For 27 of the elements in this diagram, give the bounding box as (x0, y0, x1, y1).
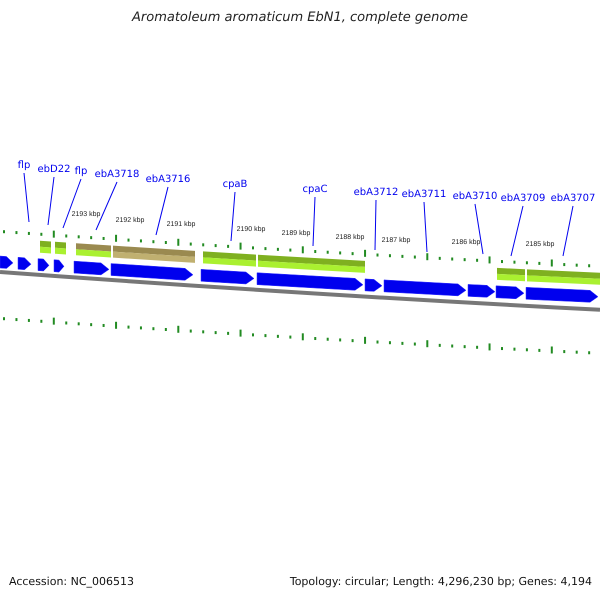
gene-label: ebA3710 (452, 191, 498, 203)
leader-line (96, 182, 118, 230)
leader-line (312, 196, 316, 246)
gene-label: ebA3709 (500, 193, 546, 205)
gene-label: ebA3711 (402, 189, 446, 201)
leader-line (62, 178, 82, 228)
gene-label: cpaB (222, 179, 248, 191)
leader-line (156, 186, 168, 236)
gene-label: cpaC (302, 184, 328, 196)
gene-label: flp (18, 160, 30, 172)
leader-line (48, 176, 54, 226)
gene-label: flp (74, 166, 88, 178)
leader-line (374, 200, 376, 250)
leader-line (230, 192, 236, 242)
leader-line (24, 172, 30, 222)
gene-label: ebA3716 (146, 174, 190, 186)
gene-label: ebA3712 (354, 187, 398, 199)
leader-line (474, 204, 484, 254)
gene-label: ebA3707 (550, 193, 596, 205)
leader-line (424, 202, 428, 252)
gene-label: ebA3718 (94, 169, 140, 181)
title: Aromatoleum aromaticum EbN1, complete genome (130, 10, 469, 25)
genome-info-text: Topology: circular; Length: 4,296,230 bp; Genes: 4,194 (290, 575, 592, 588)
gene-label: ebD22 (38, 164, 70, 176)
leader-line (562, 206, 574, 256)
accession-text: Accession: NC_006513 (9, 575, 134, 588)
leader-line (510, 206, 524, 256)
